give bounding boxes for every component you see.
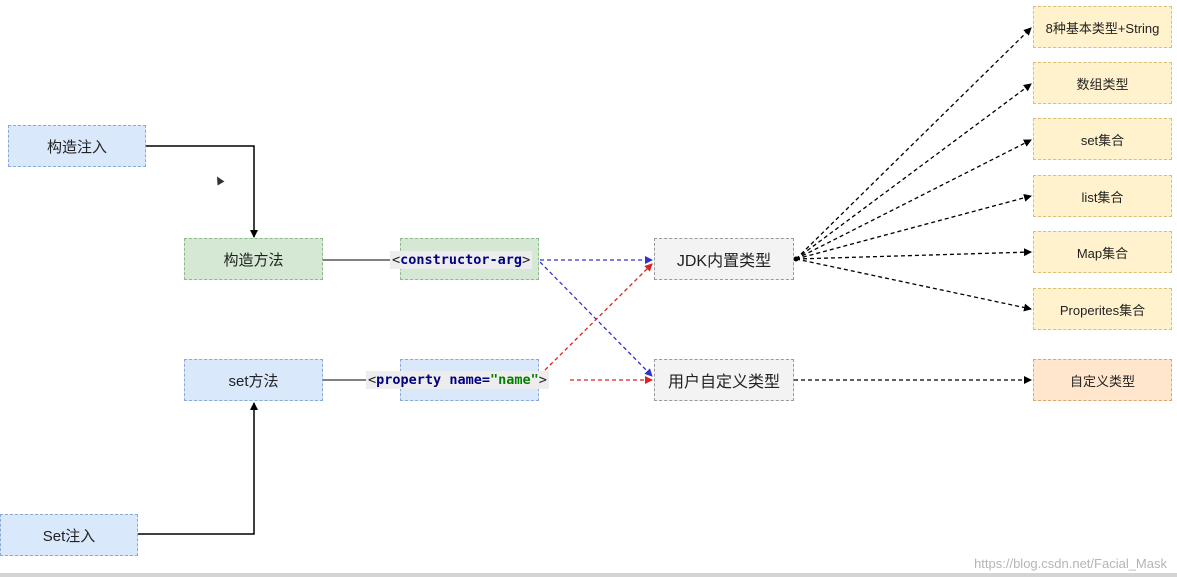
properties-collection-node[interactable]: Properites集合	[1033, 288, 1172, 330]
edge-jdk-to-properties	[795, 258, 1032, 312]
edge-jdk-to-set	[795, 139, 1032, 260]
set-method-node[interactable]: set方法	[184, 359, 323, 401]
constructor-injection-node[interactable]: 构造注入	[8, 125, 146, 167]
custom-type-node[interactable]: 自定义类型	[1033, 359, 1172, 401]
edge-jdk-to-primitive	[795, 27, 1032, 260]
set-collection-node[interactable]: set集合	[1033, 118, 1172, 160]
property-attr: name=	[449, 372, 490, 388]
property-close: >	[538, 372, 547, 388]
map-collection-node[interactable]: Map集合	[1033, 231, 1172, 273]
constructor-method-node[interactable]: 构造方法	[184, 238, 323, 280]
primitive-string-node[interactable]: 8种基本类型+String	[1033, 6, 1172, 48]
edge-constructor-injection-to-method	[146, 145, 258, 238]
constructor-arg-tag: <constructor-arg>	[390, 251, 533, 269]
property-open: <	[368, 372, 377, 388]
constructor-arg-open: <	[392, 252, 401, 268]
property-tag: <property name="name">	[366, 371, 549, 389]
array-type-node[interactable]: 数组类型	[1033, 62, 1172, 104]
edge-set-injection-to-method	[138, 402, 258, 535]
fan-origin-dot	[793, 256, 799, 262]
constructor-arg-close: >	[522, 252, 531, 268]
user-types-node[interactable]: 用户自定义类型	[654, 359, 794, 401]
edge-jdk-to-array	[795, 83, 1032, 260]
edge-jdk-to-map	[795, 248, 1032, 260]
watermark: https://blog.csdn.net/Facial_Mask	[974, 556, 1167, 571]
property-value: "name"	[489, 372, 539, 388]
set-injection-node[interactable]: Set注入	[0, 514, 138, 556]
constructor-arg-name: constructor-arg	[400, 252, 523, 268]
edge-property-to-jdk	[539, 263, 653, 376]
jdk-types-node[interactable]: JDK内置类型	[654, 238, 794, 280]
bottom-scrollbar[interactable]	[0, 573, 1177, 577]
list-collection-node[interactable]: list集合	[1033, 175, 1172, 217]
property-name: property	[376, 372, 442, 388]
edge-jdk-to-list	[795, 193, 1032, 260]
